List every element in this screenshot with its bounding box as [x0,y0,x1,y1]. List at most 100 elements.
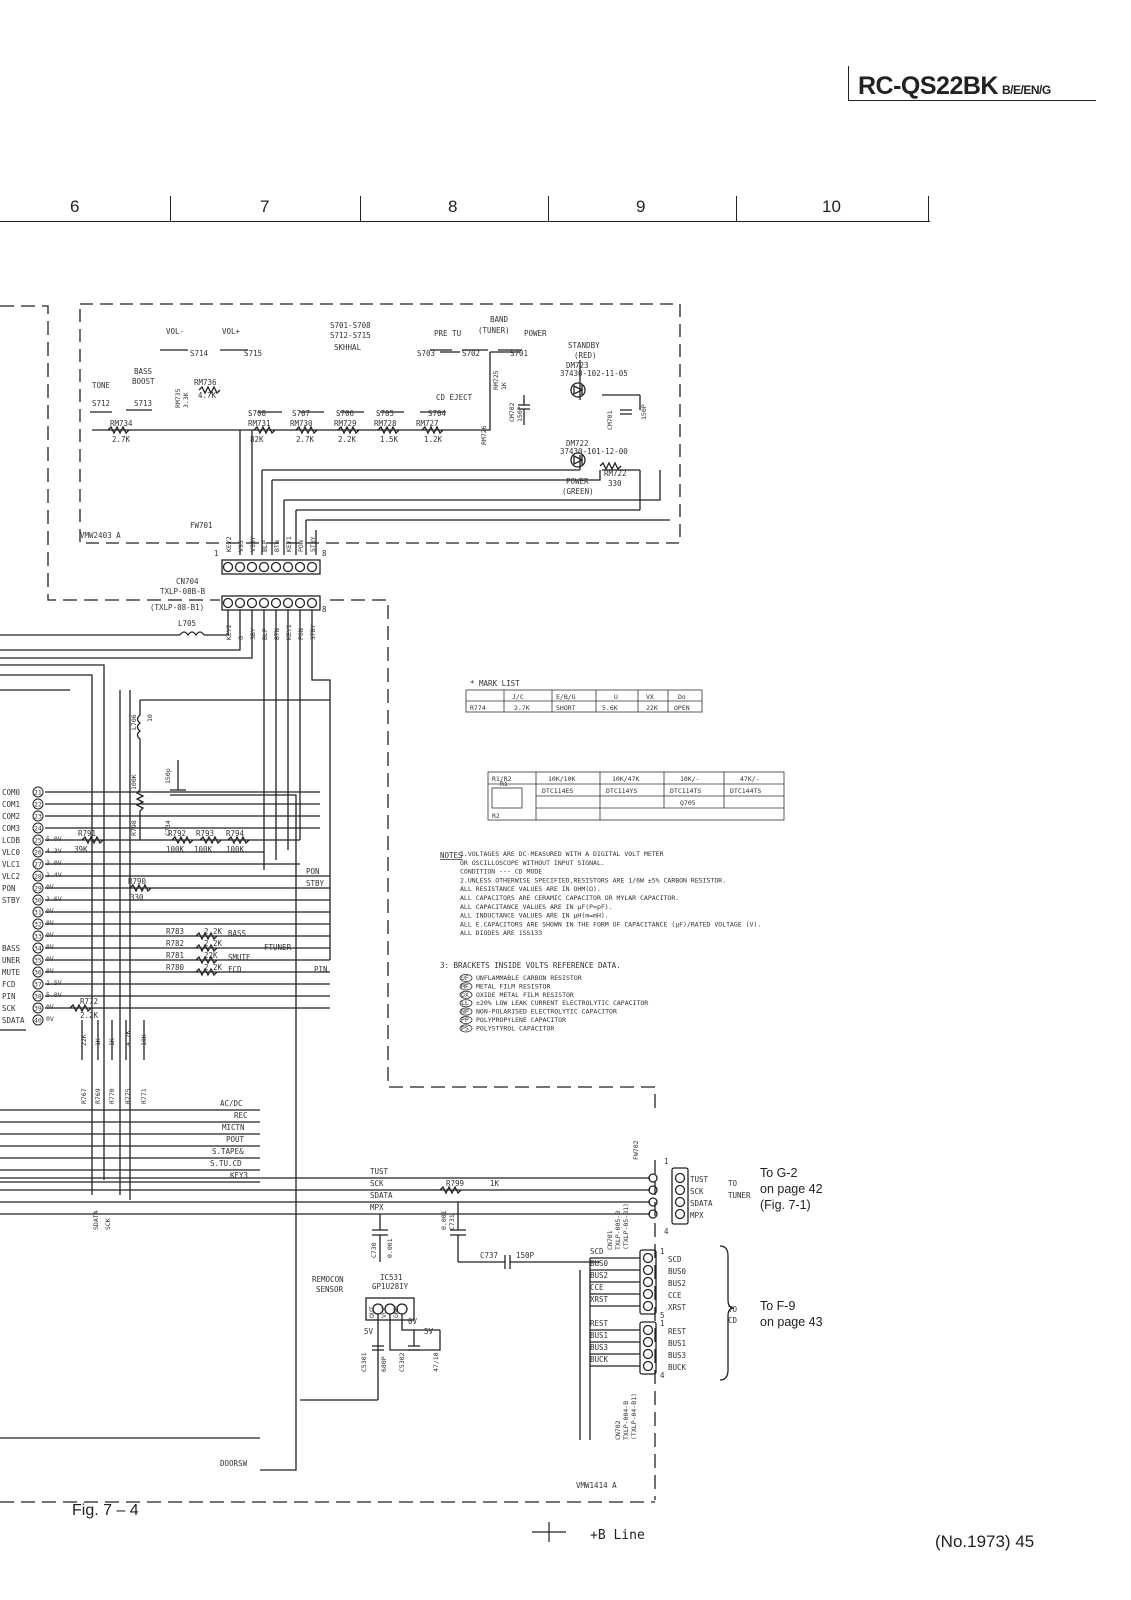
ic-pin-num: 28 [34,873,42,881]
rm730: RM730 [290,419,313,428]
rm729: RM729 [334,419,357,428]
legend-text: NON-POLARISED ELECTROLYTIC CAPACITOR [476,1008,617,1016]
ic-pin-name: COM1 [2,800,20,809]
rm727-val: 1.2K [424,435,443,444]
s702: S702 [462,349,480,358]
c731: C731 [448,1214,456,1230]
figure-caption: Fig. 7 – 4 [72,1502,139,1519]
rm722-val: 330 [608,479,622,488]
cn701-r-scd: SCD [668,1255,682,1264]
pre-tu-label: PRE TU [434,329,461,338]
cn704-part: TXLP-08B-B [160,587,206,596]
rm731: RM731 [248,419,271,428]
ic-pin-circle [32,918,44,930]
ic-pin-num: 36 [34,969,42,977]
ruler-divider [548,196,549,222]
legend-badge [459,1016,473,1025]
sdata-vert: SDATA [92,1210,100,1230]
to-tuner-to: TO [728,1179,738,1188]
r790-val: 330 [130,893,144,902]
ic-pin-circle [32,882,44,894]
note-line: 2.UNLESS OTHERWISE SPECIFIED,RESISTORS A… [460,876,726,884]
stby-sig: STBY [306,879,325,888]
r793: R793 [196,829,214,838]
column-6: 6 [70,197,80,216]
cn701-pin1: 1 [660,1247,665,1256]
vol-minus-label: VOL- [166,327,184,336]
ic-pin-voltage: 3.0V [46,859,62,867]
r783: R783 [166,927,184,936]
switch-group: S701-S708 [330,321,371,330]
band-label: BAND [490,315,509,324]
c730-val: 0.001 [386,1238,394,1258]
ic-pin-num: 40 [34,1017,42,1025]
rm729-val: 2.2K [338,435,357,444]
ic-pin-circle [32,810,44,822]
cn701-r-cce: CCE [668,1291,682,1300]
l705: L705 [178,619,196,628]
cn701-part: TXLP-005-B [614,1211,622,1250]
to-tuner-dest: To G-2 on page 42 (Fig. 7-1) [760,1165,823,1213]
bass-sig: BASS [228,929,247,938]
ml-jc: 2.7K [514,704,530,712]
ic-pin-name: MUTE [2,968,21,977]
tt-h-3: 10K/- [680,775,700,783]
rm728: RM728 [374,419,397,428]
ic-pin-num: 29 [34,885,42,893]
rm735: RM735 [174,388,182,408]
ic-pin-circle [32,834,44,846]
bline-label: +B Line [590,1528,645,1543]
cd-eject-label: CD EJECT [436,393,473,402]
note-line: CONDITION --- CD MODE [460,868,542,876]
notes-bracket: 3: BRACKETS INSIDE VOLTS REFERENCE DATA. [440,961,621,970]
cm702: CM702 [508,402,516,422]
tt-q705: Q705 [680,799,696,807]
ic-pin-voltage: 0V [46,883,54,891]
r770-val: 1K [108,1038,116,1046]
tt-r1-3: DTC114TS [670,787,701,795]
ic-pin-circle [32,930,44,942]
r799: R799 [446,1179,464,1188]
r770: R770 [108,1088,116,1104]
ic-pin-num: 33 [34,933,42,941]
ic-pin-name: FCD [2,980,16,989]
ic-pin-name: VLC0 [2,848,21,857]
ic-pin-circle [32,966,44,978]
ftuner: FTUNER [264,943,292,952]
legend-text: POLYSTYROL CAPACITOR [476,1024,554,1032]
sck-line: SCK [370,1179,384,1188]
r792-val: 100K [166,845,185,854]
c5301: C5301 [360,1352,368,1372]
cn704-part2: (TXLP-08-B1) [150,603,204,612]
cn701-pin5: 5 [660,1311,665,1320]
fw702-mpx: MPX [690,1211,704,1220]
ic-pin-voltage: 0V [46,1015,54,1023]
pin-sig: PIN [314,965,328,974]
legend-badge [459,974,473,983]
ic-pin-num: 27 [34,861,42,869]
bus-acdc: AC/DC [220,1099,243,1108]
boost-label: BOOST [132,377,155,386]
ic-pin-circle [32,822,44,834]
ic-pin-voltage: 0V [46,943,54,951]
v5-label: 5V [364,1327,374,1336]
ic-pin-name: COM2 [2,812,20,821]
ic-pin-name: COM0 [2,788,21,797]
c734-val: 150p [164,768,172,784]
tust-line: TUST [370,1167,389,1176]
fw701-label: FW701 [190,521,213,530]
r791: R791 [78,829,96,838]
power-led-label: POWER [566,477,589,486]
power-led-color: (GREEN) [562,487,594,496]
doorsw: DOORSW [220,1459,248,1468]
cn704-pin-stby: STBY [309,624,317,640]
ml-h-vx: VX [646,693,654,701]
r791-val: 39K [74,845,88,854]
note-line: ALL E.CAPACITORS ARE SHOWN IN THE FORM O… [460,920,761,928]
ic-pin-name: PIN [2,992,16,1001]
r767-val: 22K [80,1034,88,1046]
legend-code: PS [461,1024,469,1032]
